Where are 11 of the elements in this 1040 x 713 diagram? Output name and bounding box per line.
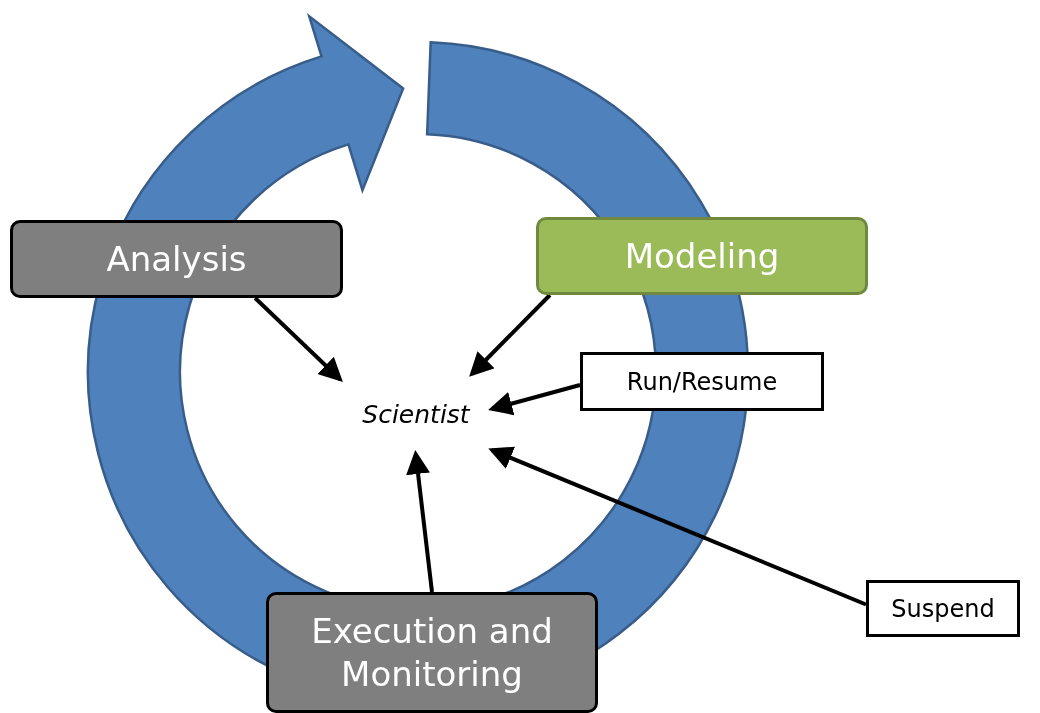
node-label: Scientist (340, 374, 492, 454)
arrow (253, 296, 343, 382)
arrow (406, 450, 434, 593)
arrow (488, 383, 581, 416)
process-box: Analysis (10, 220, 343, 298)
process-box: Suspend (866, 580, 1020, 637)
arrow (469, 293, 552, 377)
arrow (488, 446, 867, 607)
process-box: Run/Resume (580, 352, 824, 411)
process-box: Execution and Monitoring (266, 592, 598, 713)
process-box: Modeling (536, 217, 868, 295)
